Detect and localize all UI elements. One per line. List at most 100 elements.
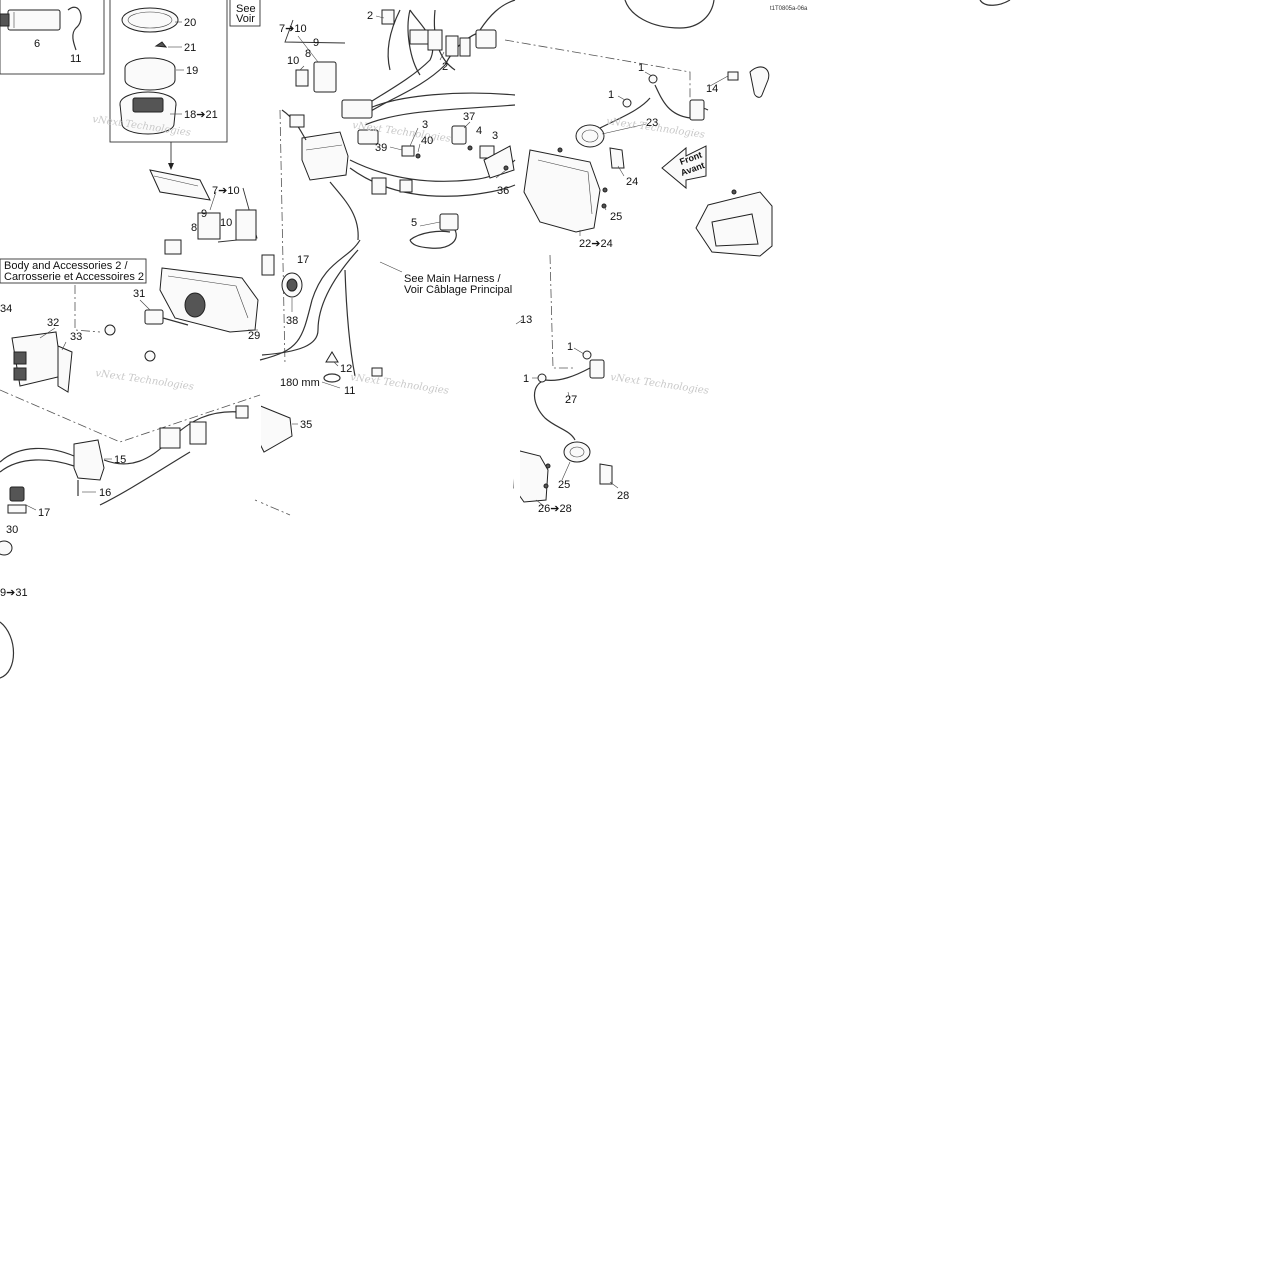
main-harness-line2: Voir Câblage Principal (404, 284, 512, 296)
dash-harness-parts (149, 169, 275, 276)
body-accessories-line1: Body and Accessories 2 / (4, 260, 128, 272)
label-26-28: 26➔28 (538, 503, 572, 515)
cable-tie-part-11 (67, 6, 82, 51)
label-2a: 2 (367, 10, 373, 22)
dash-boundary-2 (549, 254, 575, 369)
harness-loop-left (0, 621, 14, 679)
left-harness-wires (0, 324, 249, 506)
label-11b: 11 (344, 385, 355, 397)
top-harness-arc (624, 0, 715, 29)
dash-boundary-3 (279, 109, 286, 366)
watermark-4: vNext Technologies (95, 368, 195, 393)
body-accessories-frame (0, 258, 147, 284)
frames (0, 0, 691, 516)
see-box-frame (229, 0, 261, 27)
main-harness-line1: See Main Harness / (404, 273, 502, 285)
connector-bracket-a (284, 19, 346, 44)
label-8b: 8 (191, 222, 197, 234)
body-accessories-line2: Carrosserie et Accessoires 2 (4, 271, 144, 283)
gauge-drop-arrow (168, 163, 174, 170)
label-1a: 1 (638, 62, 644, 74)
connector-group-top (295, 0, 516, 93)
label-6: 6 (34, 38, 40, 50)
label-13: 13 (520, 314, 532, 326)
label-24a: 24 (626, 176, 638, 188)
see-box-line2: Voir (236, 13, 255, 25)
label-9a: 9 (313, 37, 319, 49)
leader-lines (25, 15, 729, 511)
bracket-part-35 (257, 404, 293, 453)
label-5: 5 (411, 217, 417, 229)
label-7-10b: 7➔10 (212, 185, 240, 197)
label-1b: 1 (608, 89, 614, 101)
label-32: 32 (47, 317, 59, 329)
label-8a: 8 (305, 48, 311, 60)
label-40: 40 (421, 135, 433, 147)
cable-tie-part-11b (323, 373, 341, 383)
connector-bracket-b (217, 187, 258, 243)
label-29-31: 9➔31 (0, 587, 28, 599)
label-15: 15 (114, 454, 126, 466)
label-25a: 25 (610, 211, 622, 223)
label-9b: 9 (201, 208, 207, 220)
connector-part-17b (7, 486, 27, 514)
label-35: 35 (300, 419, 312, 431)
headlight-upper (523, 66, 770, 233)
label-12: 12 (340, 363, 352, 375)
dash-boundary-4 (0, 389, 261, 443)
label-1c: 1 (567, 341, 573, 353)
grease-tube-part-6 (0, 9, 61, 31)
harness-part-13 (371, 367, 383, 377)
crop-gap-right (514, 245, 520, 505)
label-22-24: 22➔24 (579, 238, 613, 250)
relay-part-15 (73, 439, 105, 481)
label-3a: 3 (422, 119, 428, 131)
top-right-fragment (979, 0, 1011, 6)
label-23: 23 (646, 117, 658, 129)
dash-boundary-1 (504, 39, 691, 100)
top-left-frame (0, 0, 105, 75)
headlight-lower (513, 350, 613, 503)
label-30: 30 (6, 524, 18, 536)
label-36: 36 (497, 185, 509, 197)
label-11a: 11 (70, 53, 81, 65)
callout-text: See Voir Body and Accessories 2 / Carros… (4, 3, 808, 389)
crop-gap-left (257, 400, 261, 520)
label-16: 16 (99, 487, 111, 499)
watermark-6: vNext Technologies (610, 372, 710, 397)
gauge-assembly (119, 7, 184, 135)
bracket-part-33 (57, 345, 73, 393)
connector-part-38 (281, 272, 303, 298)
label-38: 38 (286, 315, 298, 327)
instrument-cluster-part-29 (159, 267, 259, 333)
sensor-parts (401, 125, 515, 179)
label-20: 20 (184, 17, 196, 29)
label-1d: 1 (523, 373, 529, 385)
label-31: 31 (133, 288, 145, 300)
label-10b: 10 (220, 217, 232, 229)
label-17b: 17 (38, 507, 50, 519)
grommet-part-30 (0, 540, 13, 556)
label-4: 4 (476, 125, 482, 137)
label-10a: 10 (287, 55, 299, 67)
label-25b: 25 (558, 479, 570, 491)
length-note: 180 mm (280, 377, 320, 389)
watermark-5: vNext Technologies (350, 372, 450, 397)
label-14: 14 (706, 83, 718, 95)
label-28: 28 (617, 490, 629, 502)
gauge-frame (109, 0, 228, 143)
front-direction-arrow: Front Avant (661, 145, 707, 190)
control-module-part-32 (11, 331, 63, 387)
connector-part-31 (144, 309, 189, 326)
label-33: 33 (70, 331, 82, 343)
dash-boundary-5 (74, 285, 101, 333)
grommet-part-12 (325, 351, 339, 363)
label-19: 19 (186, 65, 198, 77)
label-3b: 3 (492, 130, 498, 142)
label-18-21: 18➔21 (184, 109, 218, 121)
label-29: 29 (248, 330, 260, 342)
label-39: 39 (375, 142, 387, 154)
label-34: 34 (0, 303, 12, 315)
label-21: 21 (184, 42, 196, 54)
